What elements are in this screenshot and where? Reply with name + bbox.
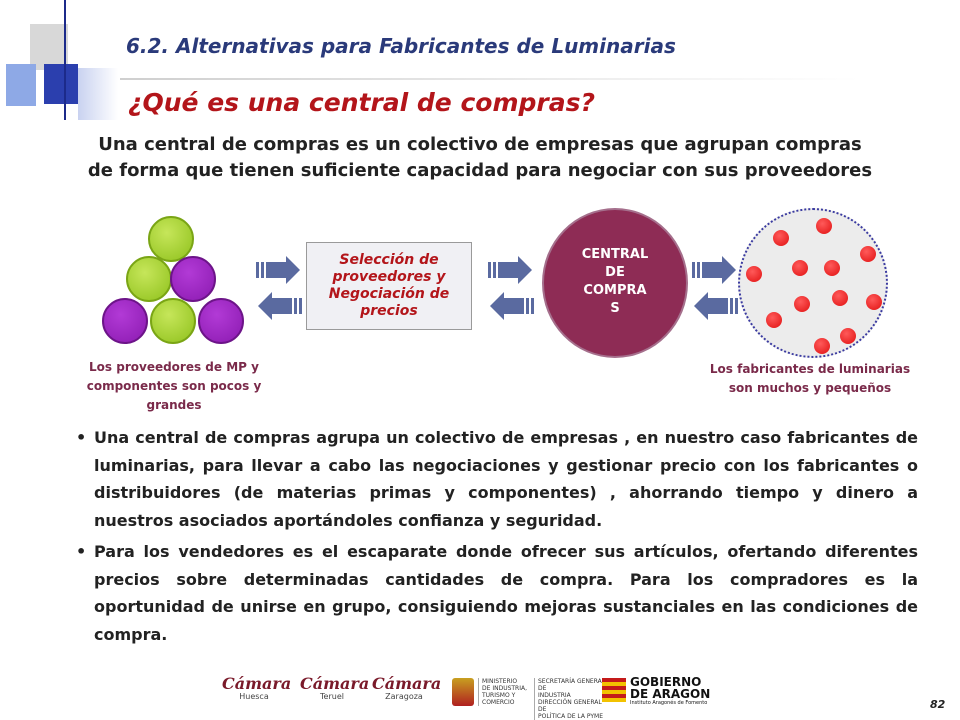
footer-logos: Cámara Huesca Cámara Teruel Cámara Zarag… bbox=[222, 674, 742, 720]
manufacturer-dot bbox=[746, 266, 762, 282]
intro-line: Una central de compras es un colectivo d… bbox=[98, 134, 862, 155]
manufacturer-dot bbox=[814, 338, 830, 354]
gobierno-subtext: Instituto Aragonés de Fomento bbox=[630, 700, 708, 706]
bullet-item: • Una central de compras agrupa un colect… bbox=[76, 424, 918, 534]
bullet-icon: • bbox=[76, 428, 87, 447]
logo-text: Cámara bbox=[300, 674, 370, 693]
suppliers-group bbox=[98, 214, 248, 344]
intro-text: Una central de compras es un colectivo d… bbox=[10, 132, 950, 184]
gobierno-line: DE ARAGON bbox=[630, 687, 711, 701]
central-label-line: DE bbox=[605, 265, 625, 280]
gobierno-text: GOBIERNO DE ARAGON Instituto Aragonés de… bbox=[630, 676, 710, 707]
page-title: ¿Qué es una central de compras? bbox=[128, 88, 595, 117]
manufacturer-dot bbox=[824, 260, 840, 276]
coat-of-arms-icon bbox=[452, 678, 474, 706]
manufacturer-dot bbox=[766, 312, 782, 328]
manufacturer-dot bbox=[840, 328, 856, 344]
arrow-right-icon bbox=[256, 254, 302, 286]
logo-subtext: Zaragoza bbox=[385, 692, 423, 701]
gobierno-aragon-logo: GOBIERNO DE ARAGON Instituto Aragonés de… bbox=[602, 676, 742, 712]
header-divider bbox=[120, 78, 860, 80]
bullet-text: Una central de compras agrupa un colecti… bbox=[94, 428, 918, 530]
box-line: proveedores y bbox=[332, 269, 446, 285]
box-line: Selección de bbox=[339, 252, 439, 268]
caption-line: Los fabricantes de luminarias bbox=[709, 362, 911, 376]
ministry-text: MINISTERIO DE INDUSTRIA, TURISMO Y COMER… bbox=[478, 678, 527, 706]
supplier-ball bbox=[150, 298, 196, 344]
caption-line: grandes bbox=[146, 398, 202, 412]
logo-text: Cámara bbox=[222, 674, 292, 693]
supplier-ball bbox=[126, 256, 172, 302]
central-label-line: S bbox=[610, 301, 620, 316]
ministry-line: COMERCIO bbox=[482, 699, 515, 706]
manufacturer-dot bbox=[794, 296, 810, 312]
secretaria-line: INDUSTRIA bbox=[538, 692, 571, 699]
gobierno-line: GOBIERNO bbox=[630, 675, 702, 689]
manufacturer-dot bbox=[792, 260, 808, 276]
header-deco-square bbox=[78, 68, 118, 120]
manufacturers-caption: Los fabricantes de luminarias son muchos… bbox=[690, 360, 930, 398]
central-circle bbox=[542, 208, 688, 358]
suppliers-caption: Los proveedores de MP y componentes son … bbox=[66, 358, 282, 415]
ministry-line: MINISTERIO bbox=[482, 678, 518, 685]
ministry-line: DE INDUSTRIA, bbox=[482, 685, 528, 692]
manufacturer-dot bbox=[860, 246, 876, 262]
logo-subtext: Huesca bbox=[239, 692, 269, 701]
supplier-ball bbox=[198, 298, 244, 344]
negotiation-box: Selección de proveedores y Negociación d… bbox=[306, 242, 472, 330]
page-number: 82 bbox=[930, 698, 946, 711]
box-line: Negociación de bbox=[328, 286, 450, 302]
central-label: CENTRAL DE COMPRA S bbox=[556, 246, 674, 318]
logo-text: Cámara bbox=[372, 674, 442, 693]
caption-line: componentes son pocos y bbox=[86, 379, 262, 393]
camara-teruel-logo: Cámara Teruel bbox=[300, 674, 370, 702]
header-deco-square bbox=[30, 24, 68, 70]
manufacturer-dot bbox=[866, 294, 882, 310]
supplier-ball bbox=[102, 298, 148, 344]
secretaria-text: SECRETARÍA GENERAL DE INDUSTRIA DIRECCIÓ… bbox=[534, 678, 612, 720]
camara-zaragoza-logo: Cámara Zaragoza bbox=[372, 674, 442, 702]
box-line: precios bbox=[360, 303, 418, 319]
arrow-left-icon bbox=[256, 290, 302, 322]
bullet-item: • Para los vendedores es el escaparate do… bbox=[76, 538, 918, 648]
arrow-right-icon bbox=[692, 254, 738, 286]
logo-subtext: Teruel bbox=[320, 692, 344, 701]
central-label-line: COMPRA bbox=[583, 283, 647, 298]
camara-huesca-logo: Cámara Huesca bbox=[222, 674, 292, 702]
bullet-icon: • bbox=[76, 542, 87, 561]
central-label-line: CENTRAL bbox=[581, 247, 649, 262]
section-title: 6.2. Alternativas para Fabricantes de Lu… bbox=[126, 34, 676, 58]
manufacturer-dot bbox=[816, 218, 832, 234]
header-deco-square bbox=[6, 64, 36, 106]
arrow-left-icon bbox=[488, 290, 534, 322]
arrow-right-icon bbox=[488, 254, 534, 286]
intro-line: de forma que tienen suficiente capacidad… bbox=[87, 160, 873, 181]
aragon-flag-icon bbox=[602, 678, 626, 702]
header-deco-line bbox=[64, 0, 66, 120]
supplier-ball bbox=[148, 216, 194, 262]
bullet-text: Para los vendedores es el escaparate don… bbox=[94, 542, 918, 644]
secretaria-line: SECRETARÍA GENERAL DE bbox=[538, 678, 606, 692]
secretaria-line: DIRECCIÓN GENERAL DE bbox=[538, 699, 602, 713]
header-deco-square bbox=[44, 64, 78, 104]
bullet-list: • Una central de compras agrupa un colect… bbox=[76, 424, 918, 652]
ministry-line: TURISMO Y bbox=[482, 692, 516, 699]
arrow-left-icon bbox=[692, 290, 738, 322]
caption-line: son muchos y pequeños bbox=[728, 381, 892, 395]
ministry-logo: MINISTERIO DE INDUSTRIA, TURISMO Y COMER… bbox=[452, 678, 612, 720]
secretaria-line: POLÍTICA DE LA PYME bbox=[538, 713, 604, 720]
caption-line: Los proveedores de MP y bbox=[89, 360, 259, 374]
supplier-ball bbox=[170, 256, 216, 302]
manufacturer-dot bbox=[773, 230, 789, 246]
manufacturers-circle bbox=[738, 208, 888, 358]
manufacturer-dot bbox=[832, 290, 848, 306]
